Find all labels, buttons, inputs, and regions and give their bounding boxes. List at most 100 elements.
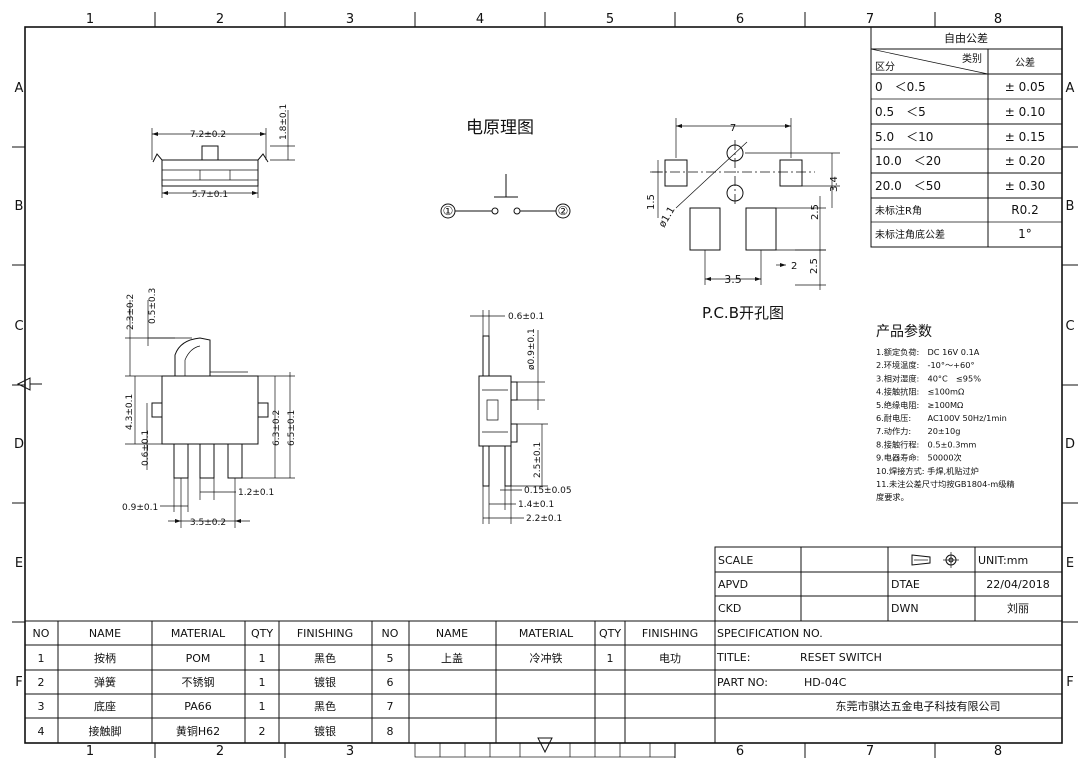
- param-item: 10.焊接方式: 手焊,机贴过炉: [876, 466, 979, 476]
- bom-cell: 1: [259, 676, 266, 689]
- side-view-drawing: 0.6±0.1 ø0.9±0.1 2.5±0.1 0.15±0.05 1.4±0…: [470, 310, 572, 524]
- tolerance-table: 自由公差 类别 区分 公差 0 ＜0.5± 0.050.5 ＜5± 0.105.…: [870, 26, 1063, 248]
- params-title: 产品参数: [876, 323, 932, 340]
- tolerance-zone-header: 区分: [875, 61, 895, 73]
- schematic-title: 电原理图: [466, 118, 534, 138]
- param-item: 5.绝缘电阻: ≥100MΩ: [876, 400, 963, 410]
- dim-label: 2.5±0.1: [533, 442, 543, 478]
- bom-cell: 1: [259, 652, 266, 665]
- bom-header: NO: [33, 627, 50, 640]
- dim-label: 3.4: [829, 176, 840, 192]
- bom-cell: 8: [387, 725, 394, 738]
- bom-cell: 1: [607, 652, 614, 665]
- bom-header: FINISHING: [297, 627, 353, 640]
- grid-col-labels-top: 1 2 3 4 5 6 7 8: [86, 12, 1002, 27]
- bom-cell: 底座: [94, 699, 116, 713]
- grid-col-label: 6: [736, 12, 744, 27]
- tolerance-value: 1°: [1018, 227, 1032, 241]
- grid-col-label: 8: [994, 744, 1002, 759]
- bom-cell: 黑色: [314, 699, 336, 713]
- dwn-label: DWN: [891, 602, 919, 615]
- dim-label: 1.2±0.1: [238, 488, 274, 498]
- ckd-label: CKD: [718, 602, 741, 615]
- dim-label: 2.5: [810, 204, 821, 220]
- dim-label: 0.5±0.3: [148, 288, 158, 324]
- param-item: 7.动作力: 20±10g: [876, 426, 960, 436]
- tolerance-value: ± 0.15: [1005, 130, 1046, 144]
- projection-symbol-icon: [911, 552, 959, 568]
- dim-label: 3.5: [724, 273, 742, 286]
- front-view-drawing: 2.3±0.2 0.5±0.3 4.3±0.1 0.6±0.1 6.3±0.2 …: [122, 288, 297, 528]
- grid-col-label: 7: [866, 12, 874, 27]
- grid-row-label: D: [1065, 437, 1075, 452]
- apvd-label: APVD: [718, 578, 748, 591]
- bom-header: MATERIAL: [519, 627, 574, 640]
- grid-row-label: E: [1066, 556, 1074, 571]
- tolerance-tol-header: 公差: [1015, 56, 1035, 69]
- tolerance-value: ± 0.20: [1005, 154, 1046, 168]
- tolerance-range: 10.0 ＜20: [875, 154, 941, 168]
- grid-col-label: 4: [476, 12, 484, 27]
- param-item: 9.电器寿命: 50000次: [876, 453, 962, 463]
- grid-col-label: 2: [216, 12, 224, 27]
- date-value: 22/04/2018: [986, 578, 1049, 591]
- tolerance-range: 未标注R角: [875, 204, 922, 217]
- param-item: 8.接触行程: 0.5±0.3mm: [876, 439, 976, 449]
- dwn-value: 刘丽: [1007, 602, 1029, 615]
- bom-cell: 镀银: [314, 675, 336, 689]
- tolerance-range: 未标注角底公差: [875, 228, 945, 241]
- spec-label: SPECIFICATION NO.: [717, 627, 823, 640]
- dim-label: 6.5±0.1: [287, 410, 297, 446]
- tolerance-title: 自由公差: [944, 31, 988, 45]
- dim-label: 7.2±0.2: [190, 130, 226, 140]
- part-label: PART NO:: [717, 676, 768, 689]
- grid-col-label: 1: [86, 744, 94, 759]
- bom-cell: 4: [38, 725, 45, 738]
- dim-label: 5.7±0.1: [192, 190, 228, 200]
- bom-cell: 不锈钢: [182, 676, 215, 689]
- dim-label: 0.9±0.1: [122, 503, 158, 513]
- dim-label: 2.2±0.1: [526, 514, 562, 524]
- bom-header: QTY: [251, 627, 273, 640]
- dim-label: 1.8±0.1: [279, 104, 289, 140]
- grid-col-label: 3: [346, 744, 354, 759]
- bom-cell: 电功: [659, 652, 681, 665]
- bom-header: NAME: [89, 627, 121, 640]
- dim-label: 6.3±0.2: [272, 410, 282, 446]
- tolerance-value: ± 0.10: [1005, 105, 1046, 119]
- grid-row-label: B: [1066, 199, 1075, 214]
- bom-cell: POM: [186, 652, 211, 665]
- grid-col-label: 2: [216, 744, 224, 759]
- param-item: 4.接触抗阻: ≤100mΩ: [876, 387, 964, 397]
- grid-col-labels-bottom: 1 2 3 6 7 8: [86, 744, 1002, 759]
- dim-label: 2: [791, 261, 797, 272]
- dim-label: 1.5: [646, 194, 657, 210]
- center-mark-left: [16, 377, 31, 391]
- grid-row-labels: A B C D E F A B C D E F: [14, 81, 1075, 690]
- bom-header: QTY: [599, 627, 621, 640]
- schematic-pin-2: ②: [558, 204, 569, 218]
- grid-row-label: A: [15, 81, 24, 96]
- param-item: 1.额定负荷: DC 16V 0.1A: [876, 347, 980, 357]
- tolerance-type-header: 类别: [962, 52, 982, 65]
- part-value: HD-04C: [804, 676, 847, 689]
- grid-col-label: 3: [346, 12, 354, 27]
- bom-cell: 5: [387, 652, 394, 665]
- dim-label: 1.4±0.1: [518, 500, 554, 510]
- schematic-diagram: 电原理图 ① ②: [440, 118, 571, 219]
- bom-header: FINISHING: [642, 627, 698, 640]
- grid-row-label: C: [1065, 319, 1074, 334]
- bom-cell: 冷冲铁: [530, 651, 563, 665]
- bom-cell: 黄铜H62: [176, 724, 220, 738]
- product-params: 产品参数 1.额定负荷: DC 16V 0.1A2.环境温度: -10°～+60…: [876, 323, 1015, 502]
- grid-col-label: 6: [736, 744, 744, 759]
- bom-cell: 黑色: [314, 651, 336, 665]
- tolerance-value: R0.2: [1011, 203, 1038, 217]
- param-item: 11.未注公差尺寸均按GB1804-m级精: [876, 479, 1015, 489]
- bom-cell: 1: [38, 652, 45, 665]
- bom-cell: 2: [38, 676, 45, 689]
- title-value: RESET SWITCH: [800, 651, 882, 664]
- tolerance-range: 20.0 ＜50: [875, 179, 941, 193]
